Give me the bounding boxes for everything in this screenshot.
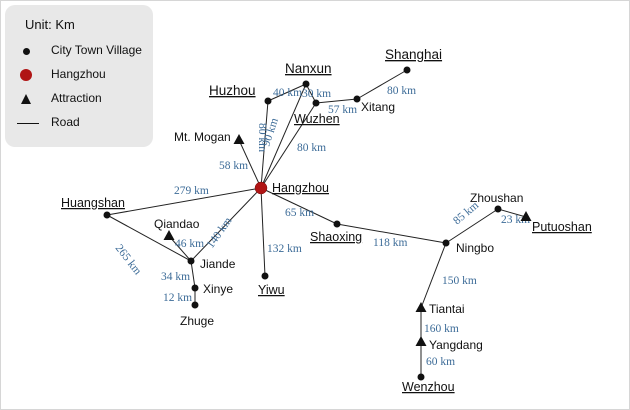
place-marker-wenzhou-dot-icon [417,373,425,381]
place-name-jiande: Jiande [200,257,236,271]
road-shaoxing-ningbo [336,223,447,244]
distance-label-jiande-xinye: 34 km [161,271,190,283]
road-ningbo-tiantai [420,242,447,309]
place-marker-shanghai-dot-icon [403,66,411,74]
place-marker-xitang-dot-icon [353,95,361,103]
distance-label-xitang-shanghai: 80 km [387,85,416,97]
place-name-hangzhou: Hangzhou [272,181,329,195]
distance-label-shaoxing-ningbo: 118 km [373,237,407,249]
place-marker-jiande-dot-icon [187,257,195,265]
place-marker-yiwu-dot-icon [261,272,269,280]
road-ningbo-zhoushan [445,208,499,244]
place-name-wenzhou: Wenzhou [402,380,455,394]
road-hangzhou-jiande [190,187,262,262]
place-name-shanghai: Shanghai [385,47,442,62]
distance-label-hangzhou-huzhou: 80 km [256,123,268,152]
roads-layer [106,69,527,377]
place-name-zhoushan: Zhoushan [470,191,523,205]
legend-label: Road [51,115,80,129]
legend-item-capital: Hangzhou [5,65,155,85]
place-marker-mtmogan-triangle-icon [233,134,245,144]
place-name-mtmogan: Mt. Mogan [174,130,231,144]
road-wuzhen-xitang [315,98,358,104]
place-name-xitang: Xitang [361,100,395,114]
road-hangzhou-huzhou [260,100,269,189]
distance-label-wuzhen-xitang: 57 km [328,104,357,116]
place-name-yangdang: Yangdang [429,338,483,352]
distance-label-xinye-zhuge: 12 km [163,292,192,304]
place-name-qiandao: Qiandao [154,217,200,231]
distance-label-huangshan-jiande: 265 km [113,242,144,277]
distance-label-tiantai-yangdang: 160 km [424,323,459,335]
triangle-icon [19,92,33,106]
place-marker-huangshan-dot-icon [103,211,111,219]
distance-label-hangzhou-shaoxing: 65 km [285,207,314,219]
places-layer [103,66,532,381]
place-marker-ningbo-dot-icon [442,239,450,247]
place-name-putuoshan: Putuoshan [532,220,592,234]
road-hangzhou-yiwu [260,187,266,277]
distance-label-hangzhou-wuzhen: 80 km [297,142,326,154]
place-name-huangshan: Huangshan [61,196,125,210]
distance-label-qiandao-jiande: 46 km [175,238,204,250]
place-marker-zhuge-dot-icon [191,301,199,309]
place-name-zhuge: Zhuge [180,314,214,328]
road-hangzhou-shaoxing [260,187,338,225]
road-hangzhou-mtmogan [238,139,262,189]
place-marker-nanxun-dot-icon [302,80,310,88]
road-hangzhou-wuzhen [260,102,317,189]
road-zhoushan-putuoshan [497,208,527,218]
distance-label-nanxun-wuzhen: 30 km [302,88,331,100]
place-marker-tiantai-triangle-icon [415,302,427,312]
legend-label: City Town Village [51,43,142,57]
distance-label-ningbo-tiantai: 150 km [442,275,477,287]
road-huangshan-jiande [106,214,192,262]
distance-label-hangzhou-yiwu: 132 km [267,243,302,255]
place-name-shaoxing: Shaoxing [310,230,362,244]
road-nanxun-wuzhen [305,83,317,104]
place-marker-zhoushan-dot-icon [494,205,502,213]
legend-label: Attraction [51,91,102,105]
road-jiande-xinye [190,260,196,289]
place-marker-hangzhou-capital-icon [254,181,268,195]
distance-label-hangzhou-nanxun: 90 km [260,117,280,148]
place-name-xinye: Xinye [203,282,233,296]
distance-label-hangzhou-jiande: 140 km [205,215,235,250]
place-name-nanxun: Nanxun [285,61,332,76]
road-hangzhou-huangshan [106,187,262,216]
black-dot-icon [19,44,33,58]
legend: Unit: Km City Town Village Hangzhou Attr… [5,5,153,147]
line-icon [17,116,39,130]
red-dot-icon [19,68,33,82]
legend-item-attraction: Attraction [5,89,155,109]
legend-item-city: City Town Village [5,41,155,61]
place-name-huzhou: Huzhou [209,83,256,98]
place-marker-shaoxing-dot-icon [333,220,341,228]
road-xitang-shanghai [356,69,408,100]
distance-label-yangdang-wenzhou: 60 km [426,356,455,368]
distance-label-hangzhou-huangshan: 279 km [174,185,209,197]
road-qiandao-jiande [168,235,192,262]
place-marker-putuoshan-triangle-icon [520,211,532,221]
place-marker-qiandao-triangle-icon [163,230,175,240]
place-marker-wuzhen-dot-icon [312,99,320,107]
legend-item-road: Road [5,113,155,133]
road-hangzhou-nanxun [260,83,307,189]
place-name-yiwu: Yiwu [258,283,285,297]
place-name-wuzhen: Wuzhen [294,112,340,126]
place-marker-huzhou-dot-icon [264,97,272,105]
distance-label-hangzhou-mtmogan: 58 km [219,160,248,172]
place-marker-yangdang-triangle-icon [415,336,427,346]
legend-unit: Unit: Km [25,17,75,32]
place-name-tiantai: Tiantai [429,302,465,316]
distance-label-huzhou-nanxun: 40 km [273,87,302,99]
place-marker-xinye-dot-icon [191,284,199,292]
place-names-layer: Hangzhou Huzhou Nanxun ShanghaiXitangWuzhen… [61,47,592,394]
road-huzhou-nanxun [267,83,307,102]
legend-label: Hangzhou [51,67,106,81]
place-name-ningbo: Ningbo [456,241,494,255]
